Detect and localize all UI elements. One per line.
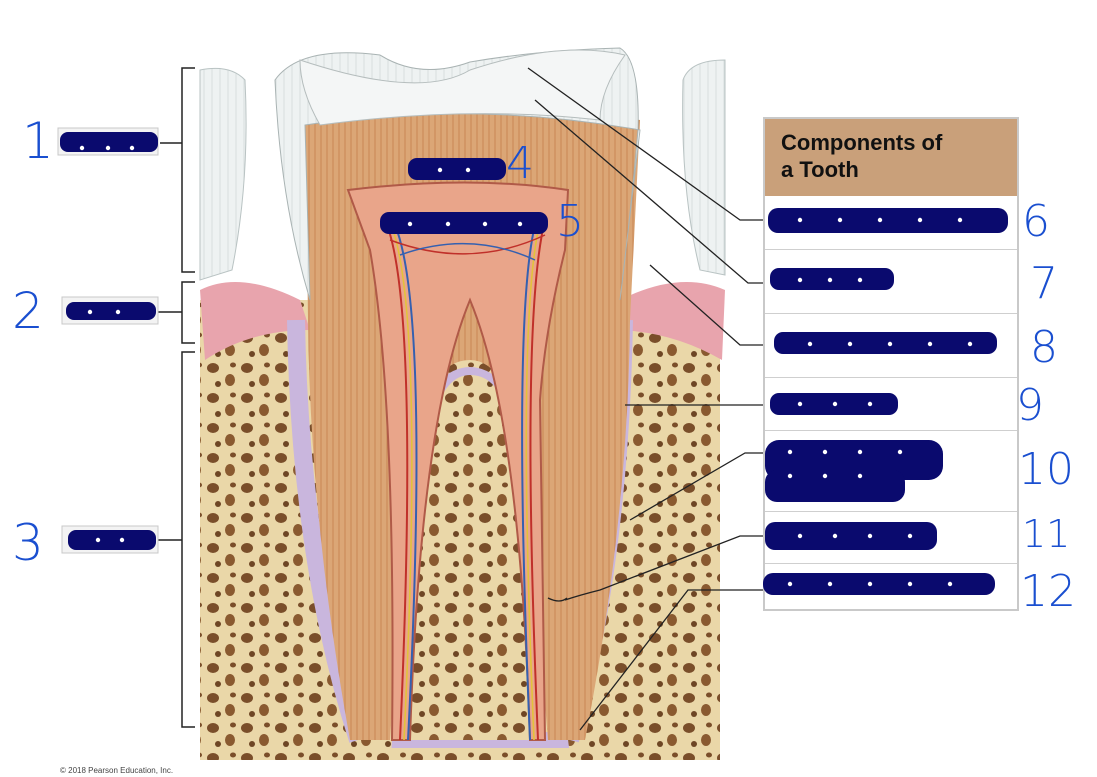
row-divider <box>765 511 1017 512</box>
row-divider <box>765 377 1017 378</box>
row-divider <box>765 430 1017 431</box>
row-divider <box>765 313 1017 314</box>
right-neighbor-tooth <box>682 59 726 276</box>
handwritten-number-1: 1 <box>22 112 54 170</box>
gingiva-right <box>612 282 725 360</box>
panel-title-line2: a Tooth <box>781 157 859 182</box>
panel-header: Components of a Tooth <box>765 119 1017 196</box>
panel-title: Components of a Tooth <box>781 129 942 183</box>
handwritten-number-10: 10 <box>1018 444 1074 495</box>
gingiva-left <box>200 282 310 360</box>
row-divider <box>765 563 1017 564</box>
handwritten-number-9: 9 <box>1016 380 1044 431</box>
region-brackets <box>158 67 195 728</box>
leader-lines <box>527 67 768 731</box>
row-divider <box>765 249 1017 250</box>
handwritten-number-6: 6 <box>1022 196 1050 247</box>
copyright-notice: © 2018 Pearson Education, Inc. <box>60 766 174 775</box>
handwritten-number-8: 8 <box>1030 322 1058 373</box>
handwritten-number-5: 5 <box>556 196 584 247</box>
handwritten-number-11: 11 <box>1022 512 1071 556</box>
handwritten-number-3: 3 <box>12 514 44 572</box>
panel-title-line1: Components of <box>781 130 943 155</box>
handwritten-number-2: 2 <box>12 282 44 340</box>
left-neighbor-tooth <box>199 67 247 281</box>
handwritten-number-7: 7 <box>1030 258 1058 309</box>
handwritten-number-12: 12 <box>1020 566 1076 617</box>
handwritten-number-4: 4 <box>506 138 534 189</box>
